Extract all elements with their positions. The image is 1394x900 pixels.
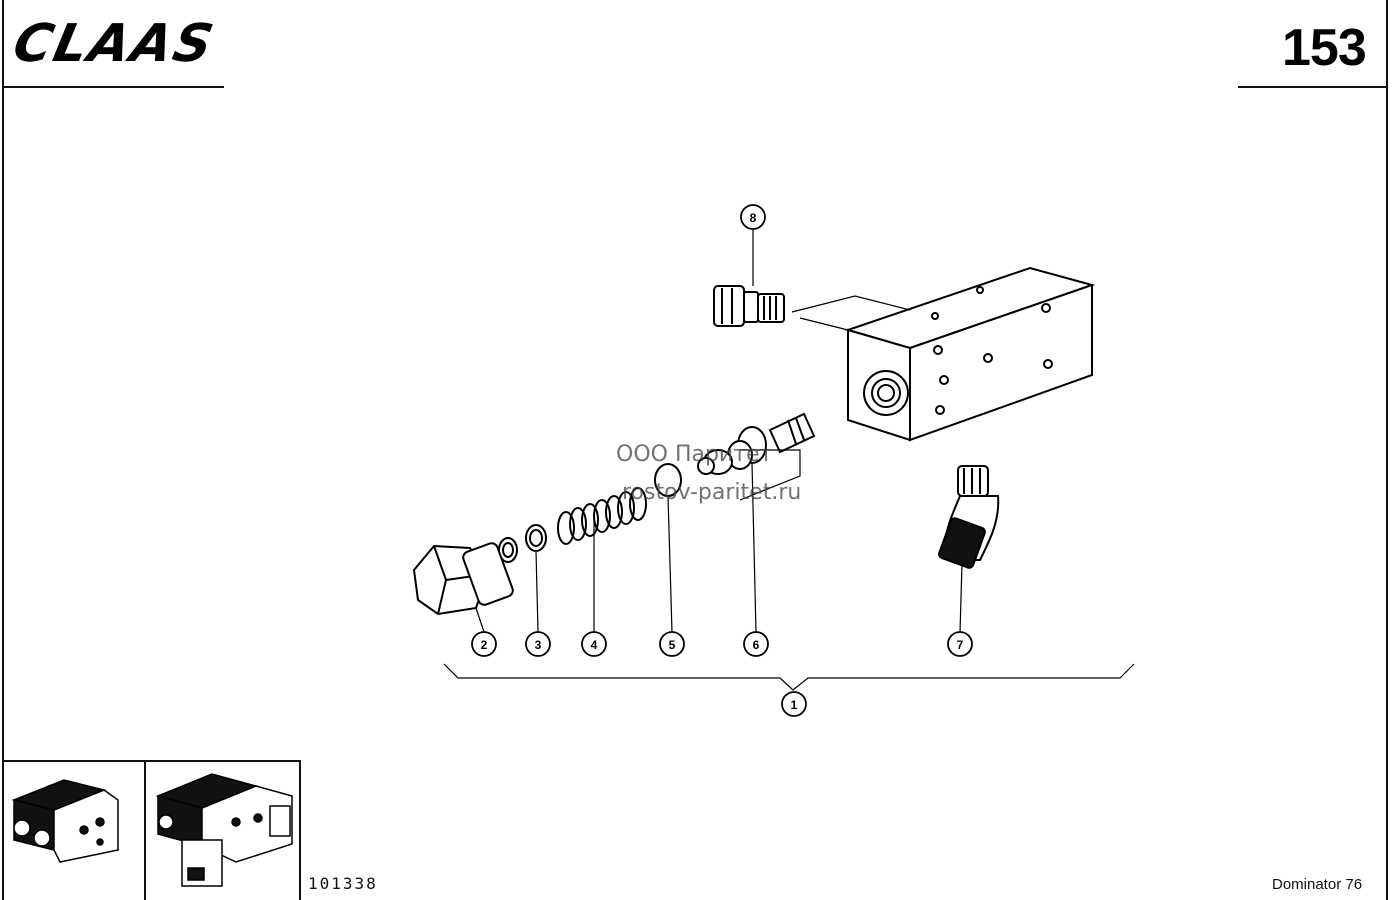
callout-3 (525, 631, 551, 657)
model-name: Dominator 76 (1272, 876, 1363, 893)
angle-fitting-7 (938, 465, 1000, 569)
valve-piston-6 (697, 412, 816, 475)
callout-label-2: 2 (481, 638, 488, 652)
spring-4 (557, 487, 647, 545)
watermark-company: ООО Паритет (616, 442, 773, 467)
callout-4 (581, 631, 607, 657)
thumbnail-assembly-left (11, 779, 119, 863)
callout-label-3: 3 (535, 638, 542, 652)
callout-label-1: 1 (791, 698, 798, 712)
callout-circles (471, 204, 973, 717)
callout-leaders (443, 229, 1135, 691)
washers-3 (498, 524, 547, 563)
hex-plug-2 (412, 542, 514, 616)
callout-label-5: 5 (669, 638, 676, 652)
drawing-number: 101338 (308, 874, 378, 893)
fitting-8 (713, 285, 785, 327)
thumbnail-assembly-right (155, 773, 293, 887)
header-rule-left (2, 86, 224, 88)
callout-7 (947, 631, 973, 657)
page-frame-right (1386, 0, 1388, 900)
callout-label-7: 7 (957, 638, 964, 652)
thumbnail-panel (2, 760, 301, 900)
callout-2 (471, 631, 497, 657)
valve-block (844, 266, 1096, 442)
page-frame-left (2, 0, 4, 900)
watermark-url: rostov-paritet.ru (622, 480, 801, 505)
thumbnail-divider (144, 760, 146, 900)
callout-label-8: 8 (750, 211, 757, 225)
callout-label-6: 6 (753, 638, 760, 652)
callout-label-4: 4 (591, 638, 598, 652)
header-rule-right (1238, 86, 1388, 88)
callout-6 (743, 631, 769, 657)
page-number: 153 (1282, 19, 1367, 77)
callout-1 (781, 691, 807, 717)
leader-8 (791, 295, 911, 331)
callout-8 (740, 204, 766, 230)
callout-5 (659, 631, 685, 657)
